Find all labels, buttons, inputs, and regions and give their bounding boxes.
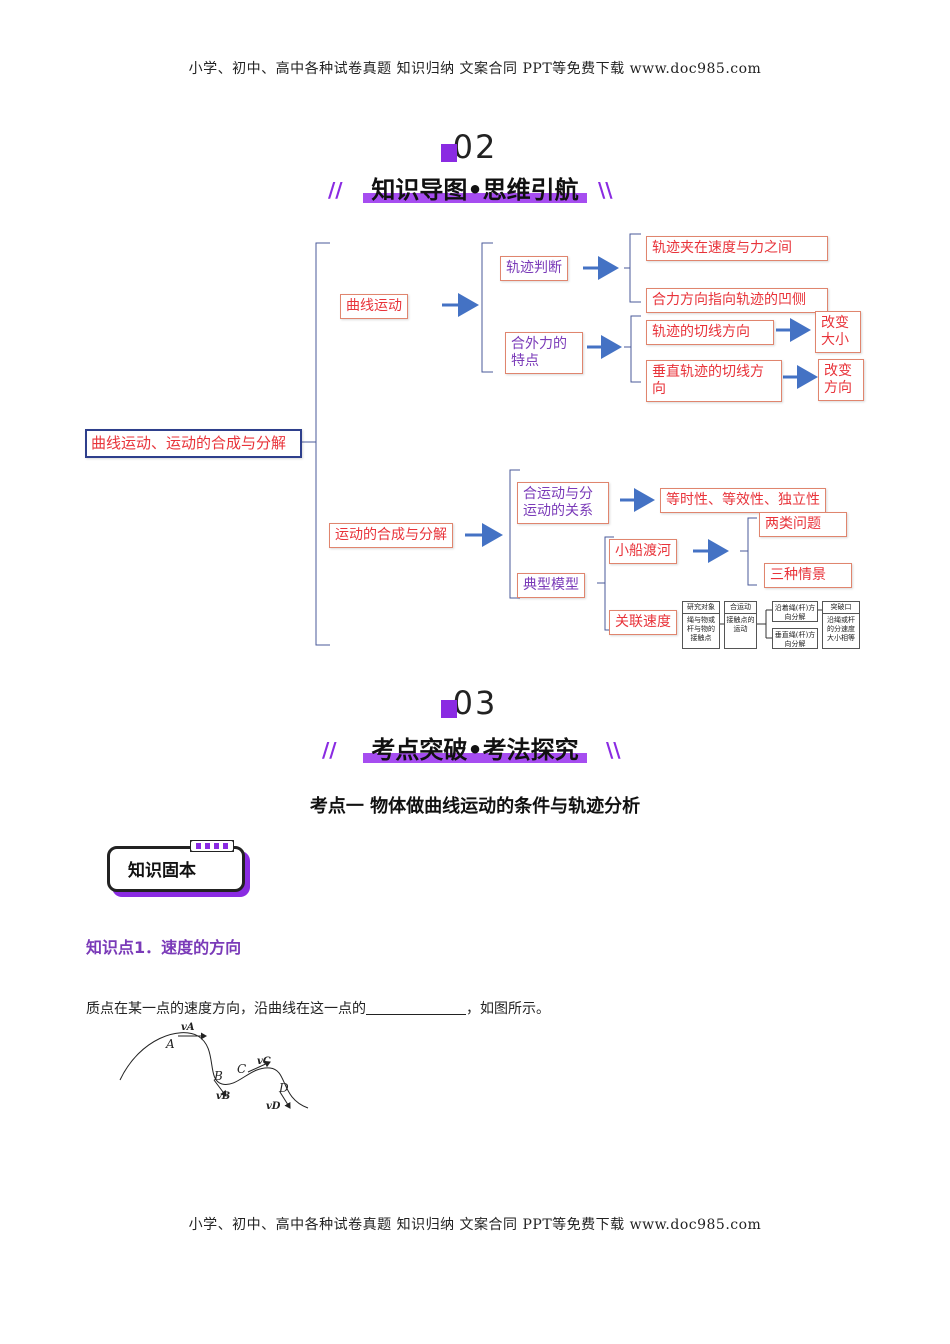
knowledge-badge-text: 知识固本 <box>128 861 196 881</box>
node-relation-result: 等时性、等效性、独立性 <box>660 488 826 513</box>
mindmap-connectors <box>300 233 822 646</box>
section-02-accent-block <box>440 144 457 162</box>
flow-box-resultant-body: 接触点的运动 <box>726 616 755 633</box>
knowledge-point-1-text: 质点在某一点的速度方向，沿曲线在这一点的 ，如图所示。 <box>86 998 550 1018</box>
node-traj-2: 合力方向指向轨迹的凹侧 <box>646 288 828 313</box>
node-boat-1: 两类问题 <box>759 512 847 537</box>
node-force-1: 轨迹的切线方向 <box>646 320 774 345</box>
flow-box-object-head: 研究对象 <box>683 602 719 614</box>
point-label-c: C <box>237 1062 247 1076</box>
flow-box-resultant-head: 合运动 <box>725 602 756 614</box>
vector-label-vd: vD <box>266 1101 281 1112</box>
slash-decoration-right: \\ <box>598 178 613 202</box>
node-models: 典型模型 <box>517 573 585 598</box>
node-boat: 小船渡河 <box>609 539 677 564</box>
node-curve-motion: 曲线运动 <box>340 294 408 319</box>
node-linked: 关联速度 <box>609 610 677 635</box>
node-force-2-result: 改变方向 <box>818 359 864 401</box>
slash-decoration-left-2: // <box>322 738 337 762</box>
knowledge-badge: 知识固本 <box>107 840 245 892</box>
page-header: 小学、初中、高中各种试卷真题 知识归纳 文案合同 PPT等免费下载 www.do… <box>188 61 762 77</box>
slash-decoration-left: // <box>328 178 343 202</box>
node-boat-2: 三种情景 <box>764 563 852 588</box>
flow-box-resultant: 合运动 接触点的运动 <box>724 601 757 649</box>
vector-label-va: vA <box>181 1022 195 1033</box>
point-label-d: D <box>279 1081 289 1095</box>
flow-box-object-body: 绳与物或杆与物的接触点 <box>687 616 715 642</box>
flow-box-key: 突破口 沿绳或杆的分速度大小相等 <box>822 601 860 649</box>
section-02-number-text: 02 <box>452 128 498 166</box>
node-relation: 合运动与分运动的关系 <box>517 482 609 524</box>
node-trajectory: 轨迹判断 <box>500 256 568 281</box>
node-force-1-result: 改变大小 <box>815 311 861 353</box>
badge-dots-icon <box>190 840 234 852</box>
velocity-curve-figure <box>119 1032 309 1109</box>
section-03-number-wrap: 03 <box>0 684 950 722</box>
section-03-title-wrap: 考点突破•考法探究 <box>0 730 950 765</box>
flow-box-perp-text: 垂直绳(杆)方向分解 <box>774 631 816 648</box>
section-02-number: 02 <box>440 128 498 166</box>
flow-box-object: 研究对象 绳与物或杆与物的接触点 <box>682 601 720 649</box>
flow-box-along: 沿着绳(杆)方向分解 <box>772 601 818 622</box>
section-02-title-text: 知识导图•思维引航 <box>371 176 579 204</box>
kp1-text-after: ，如图所示。 <box>466 1001 550 1017</box>
section-03-accent-block <box>440 700 457 718</box>
mindmap-root: 曲线运动、运动的合成与分解 <box>85 429 302 458</box>
flow-box-along-text: 沿着绳(杆)方向分解 <box>774 604 816 621</box>
topic-heading: 考点一 物体做曲线运动的条件与轨迹分析 <box>309 796 641 817</box>
section-02-title: 知识导图•思维引航 <box>363 170 587 205</box>
flow-box-key-head: 突破口 <box>823 602 859 614</box>
flow-box-perp: 垂直绳(杆)方向分解 <box>772 628 818 649</box>
section-03-title: 考点突破•考法探究 <box>363 730 587 765</box>
section-03-title-text: 考点突破•考法探究 <box>371 736 579 764</box>
section-03-number-text: 03 <box>452 684 498 722</box>
vector-label-vc: vC <box>257 1056 271 1067</box>
fill-blank <box>366 1000 466 1015</box>
node-force: 合外力的特点 <box>505 332 583 374</box>
vector-label-vb: vB <box>216 1091 231 1102</box>
point-label-b: B <box>214 1069 223 1083</box>
section-02-number-wrap: 02 <box>0 128 950 166</box>
node-compose: 运动的合成与分解 <box>329 523 453 548</box>
section-02-title-wrap: 知识导图•思维引航 <box>0 170 950 205</box>
point-label-a: A <box>166 1037 175 1051</box>
section-03-number: 03 <box>440 684 498 722</box>
page-footer: 小学、初中、高中各种试卷真题 知识归纳 文案合同 PPT等免费下载 www.do… <box>188 1217 762 1233</box>
node-force-2: 垂直轨迹的切线方向 <box>646 360 782 402</box>
node-traj-1: 轨迹夹在速度与力之间 <box>646 236 828 261</box>
slash-decoration-right-2: \\ <box>606 738 621 762</box>
kp1-text-before: 质点在某一点的速度方向，沿曲线在这一点的 <box>86 1001 366 1017</box>
flow-box-key-body: 沿绳或杆的分速度大小相等 <box>827 616 855 642</box>
knowledge-point-1-title: 知识点1．速度的方向 <box>86 938 242 957</box>
